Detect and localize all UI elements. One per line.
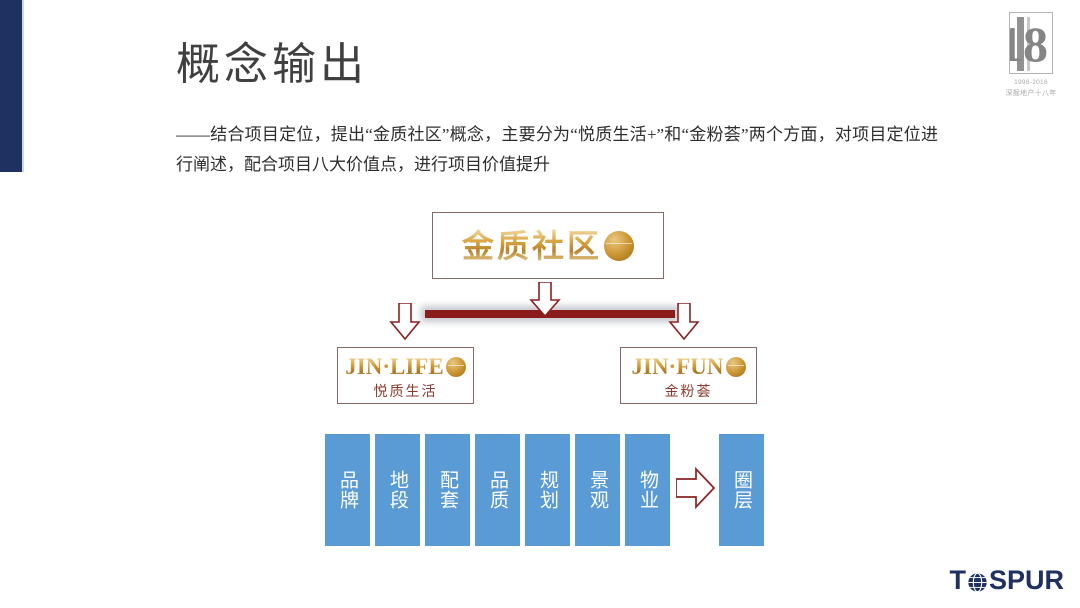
anniversary-bar-right — [1027, 17, 1030, 71]
value-point-box: 规划 — [525, 434, 570, 546]
value-point-box: 景观 — [575, 434, 620, 546]
anniversary-mark-icon: 18 — [1009, 12, 1053, 74]
anniversary-bar-left — [1017, 17, 1024, 71]
branch-latin-life: JIN·LIFE — [345, 353, 466, 380]
connector-bar — [425, 310, 675, 318]
value-point-box: 配套 — [425, 434, 470, 546]
value-point-box: 地段 — [375, 434, 420, 546]
gold-seal-small-left-icon — [445, 356, 466, 377]
gold-seal-small-right-icon — [725, 356, 746, 377]
globe-icon — [967, 570, 988, 592]
value-point-box: 物业 — [625, 434, 670, 546]
arrow-down-left-icon — [389, 303, 421, 341]
anniversary-years: 1998-2016 — [1014, 79, 1048, 86]
tospur-text-part2: SPUR — [988, 565, 1064, 595]
anniversary-logo: 18 1998-2016 深掘地产十八年 — [1000, 12, 1062, 104]
value-point-box: 品牌 — [325, 434, 370, 546]
page-title: 概念输出 — [176, 40, 368, 89]
value-point-label: 品质 — [487, 470, 508, 510]
main-concept-box: 金质社区 — [432, 212, 664, 279]
value-point-box: 品质 — [475, 434, 520, 546]
gold-seal-icon — [604, 230, 634, 261]
value-point-label: 规划 — [537, 470, 558, 510]
branch-latin-fun-text: JIN·FUN — [631, 353, 724, 379]
branch-box-fun: JIN·FUN 金粉荟 — [620, 347, 757, 404]
arrow-down-right-icon — [668, 303, 700, 341]
tospur-logo: T SPUR — [949, 566, 1064, 594]
result-label: 圈层 — [731, 470, 752, 510]
branch-chinese-life: 悦质生活 — [373, 384, 438, 400]
branch-latin-life-text: JIN·LIFE — [345, 353, 444, 379]
main-concept-label: 金质社区 — [461, 227, 602, 264]
left-accent-bar — [0, 0, 22, 172]
branch-box-life: JIN·LIFE 悦质生活 — [337, 347, 474, 404]
left-accent-bar-edge — [22, 0, 24, 172]
value-point-label: 品牌 — [337, 470, 358, 510]
anniversary-number: 18 — [1010, 16, 1048, 72]
value-point-label: 地段 — [387, 470, 408, 510]
arrow-down-center-icon — [529, 282, 561, 318]
slide-body-text: ——结合项目定位，提出“金质社区”概念，主要分为“悦质生活+”和“金粉荟”两个方… — [176, 125, 938, 174]
value-point-label: 配套 — [437, 470, 458, 510]
value-point-label: 物业 — [637, 470, 658, 510]
result-box: 圈层 — [719, 434, 764, 546]
anniversary-subtitle: 深掘地产十八年 — [1005, 90, 1057, 97]
tospur-text-part1: T — [949, 565, 966, 595]
value-point-label: 景观 — [587, 470, 608, 510]
arrow-right-flow-icon — [676, 466, 716, 510]
branch-chinese-fun: 金粉荟 — [664, 384, 713, 400]
branch-latin-fun: JIN·FUN — [632, 354, 746, 380]
